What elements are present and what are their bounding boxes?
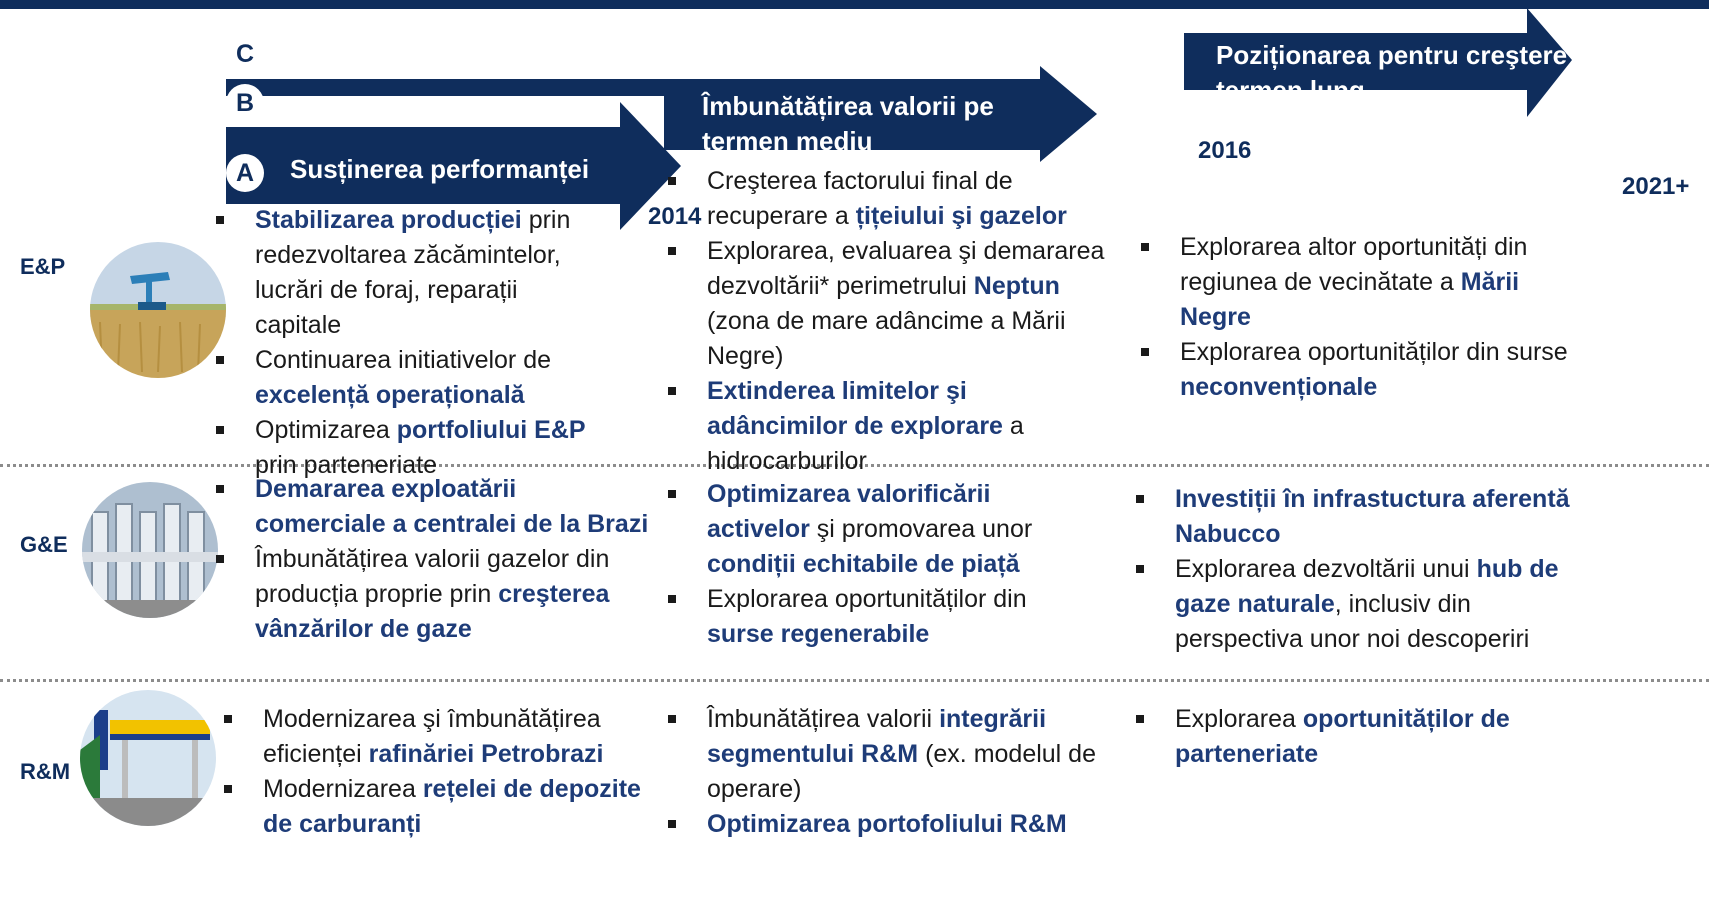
bullet-item: Optimizarea portfoliului E&P prin parten… (210, 413, 610, 483)
bullet-highlight: țițeiului şi gazelor (855, 202, 1067, 230)
ge-col-b: Optimizarea valorificării activelor şi p… (662, 477, 1092, 652)
bullet-text: prin parteneriate (255, 451, 438, 479)
bullet-highlight: rețelei de depozite de carburanți (263, 775, 641, 838)
bullet-text: Modernizarea (263, 775, 423, 803)
bullet-highlight: integrării segmentului R&M (707, 705, 1047, 768)
bullet-highlight: condiții echitabile de piață (707, 550, 1020, 578)
bullet-item: Îmbunătățirea valorii gazelor din produc… (210, 542, 650, 647)
bullet-highlight: Demararea exploatării comerciale a centr… (255, 475, 649, 538)
bullet-highlight: rafinăriei Petrobrazi (368, 740, 604, 768)
bullet-item: Extinderea limitelor şi adâncimilor de e… (662, 374, 1112, 479)
ep-col-a: Stabilizarea producției prin redezvoltar… (210, 203, 610, 483)
bullet-highlight: Optimizarea portofoliului R&M (707, 810, 1067, 838)
rm-col-b: Îmbunătățirea valorii integrării segment… (662, 702, 1102, 842)
phase-a-title: Susținerea performanței (290, 154, 590, 184)
bullet-item: Optimizarea valorificării activelor şi p… (662, 477, 1092, 582)
bullet-highlight: creşterea vânzărilor de gaze (255, 580, 610, 643)
segment-label-ge: G&E (20, 532, 68, 557)
bullet-text: (zona de mare adâncime a Mării Negre) (707, 307, 1066, 370)
bullet-text: Optimizarea (255, 416, 397, 444)
year-2014: 2014 (648, 203, 702, 230)
bullet-text: (ex. modelul de operare) (707, 740, 1096, 803)
bullet-highlight: excelență operațională (255, 381, 525, 409)
segment-label-rm: R&M (20, 759, 71, 784)
ep-col-c: Explorarea altor oportunități din regiun… (1135, 230, 1575, 405)
year-2016: 2016 (1198, 137, 1252, 164)
bullet-text: Explorarea (1175, 705, 1303, 733)
bullet-highlight: Investiții în infrastuctura aferentă Nab… (1175, 485, 1570, 548)
bullet-item: Investiții în infrastuctura aferentă Nab… (1130, 482, 1570, 552)
bullet-item: Îmbunătățirea valorii integrării segment… (662, 702, 1102, 807)
bullet-text: Creşterea factorului final de recuperare… (707, 167, 1013, 230)
bullet-text: Continuarea initiativelor de (255, 346, 552, 374)
bullet-item: Creşterea factorului final de recuperare… (662, 164, 1112, 234)
phase-c-marker: C (226, 35, 264, 73)
bullet-text: prin redezvoltarea zăcămintelor, lucrări… (255, 206, 571, 339)
bullet-item: Explorarea altor oportunități din regiun… (1135, 230, 1575, 335)
bullet-text: Modernizarea şi îmbunătățirea eficienței (263, 705, 601, 768)
phase-b-marker: B (226, 84, 264, 122)
bullet-text: Îmbunătățirea valorii (707, 705, 940, 733)
arrow-c (226, 8, 1572, 117)
gas-plant-photo (82, 482, 218, 618)
ge-col-a: Demararea exploatării comerciale a centr… (210, 472, 650, 647)
bullet-item: Explorarea oportunităților din surse reg… (662, 582, 1092, 652)
phase-a-marker: A (226, 154, 264, 192)
bullet-item: Explorarea, evaluarea şi demararea dezvo… (662, 234, 1112, 374)
fuel-station-photo (80, 690, 216, 826)
bullet-item: Demararea exploatării comerciale a centr… (210, 472, 650, 542)
bullet-item: Explorarea dezvoltării unui hub de gaze … (1130, 552, 1570, 657)
bullet-highlight: Neptun (973, 272, 1060, 300)
arrow-a (226, 102, 681, 230)
bullet-highlight: portfoliului E&P (396, 416, 586, 444)
year-2021: 2021+ (1622, 173, 1690, 200)
rm-col-c: Explorarea oportunităților de parteneria… (1130, 702, 1570, 772)
bullet-highlight: Mării Negre (1180, 268, 1520, 331)
bullet-text: Explorarea altor oportunități din regiun… (1180, 233, 1528, 296)
bullet-highlight: neconvenționale (1180, 373, 1378, 401)
oil-pump-field-photo (90, 242, 226, 378)
bullet-text: Îmbunătățirea valorii gazelor din produc… (255, 545, 610, 608)
bullet-item: Optimizarea portofoliului R&M (662, 807, 1102, 842)
bullet-item: Explorarea oportunităților din surse nec… (1135, 335, 1575, 405)
arrow-b (226, 66, 1097, 162)
phase-b-title: Îmbunătățirea valorii pe termen mediu (702, 91, 994, 156)
bullet-highlight: oportunităților de parteneriate (1175, 705, 1510, 768)
bullet-text: Explorarea oportunităților din (707, 585, 1027, 613)
bullet-text: Explorarea, evaluarea şi demararea dezvo… (707, 237, 1105, 300)
bullet-text: a hidrocarburilor (707, 412, 1024, 475)
bullet-text: Explorarea dezvoltării unui (1175, 555, 1477, 583)
top-bar (0, 0, 1709, 9)
bullet-highlight: Extinderea limitelor şi adâncimilor de e… (707, 377, 1003, 440)
ge-col-c: Investiții în infrastuctura aferentă Nab… (1130, 482, 1570, 657)
phase-c-title: Poziționarea pentru creştere pe termen l… (1216, 40, 1605, 105)
bullet-item: Stabilizarea producției prin redezvoltar… (210, 203, 610, 343)
bullet-text: şi promovarea unor (809, 515, 1033, 543)
bullet-highlight: surse regenerabile (707, 620, 930, 648)
bullet-item: Modernizarea şi îmbunătățirea eficienței… (218, 702, 658, 772)
bullet-text: , inclusiv din perspectiva unor noi desc… (1175, 590, 1530, 653)
rm-col-a: Modernizarea şi îmbunătățirea eficienței… (218, 702, 658, 842)
segment-divider (0, 679, 1709, 682)
bullet-item: Modernizarea rețelei de depozite de carb… (218, 772, 658, 842)
bullet-highlight: Optimizarea valorificării activelor (707, 480, 991, 543)
segment-divider (0, 464, 1709, 467)
bullet-highlight: Stabilizarea producției (255, 206, 522, 234)
bullet-item: Explorarea oportunităților de parteneria… (1130, 702, 1570, 772)
bullet-text: Explorarea oportunităților din surse (1180, 338, 1568, 366)
bullet-highlight: hub de gaze naturale (1175, 555, 1559, 618)
ep-col-b: Creşterea factorului final de recuperare… (662, 164, 1112, 479)
segment-label-ep: E&P (20, 254, 66, 279)
bullet-item: Continuarea initiativelor de excelență o… (210, 343, 610, 413)
